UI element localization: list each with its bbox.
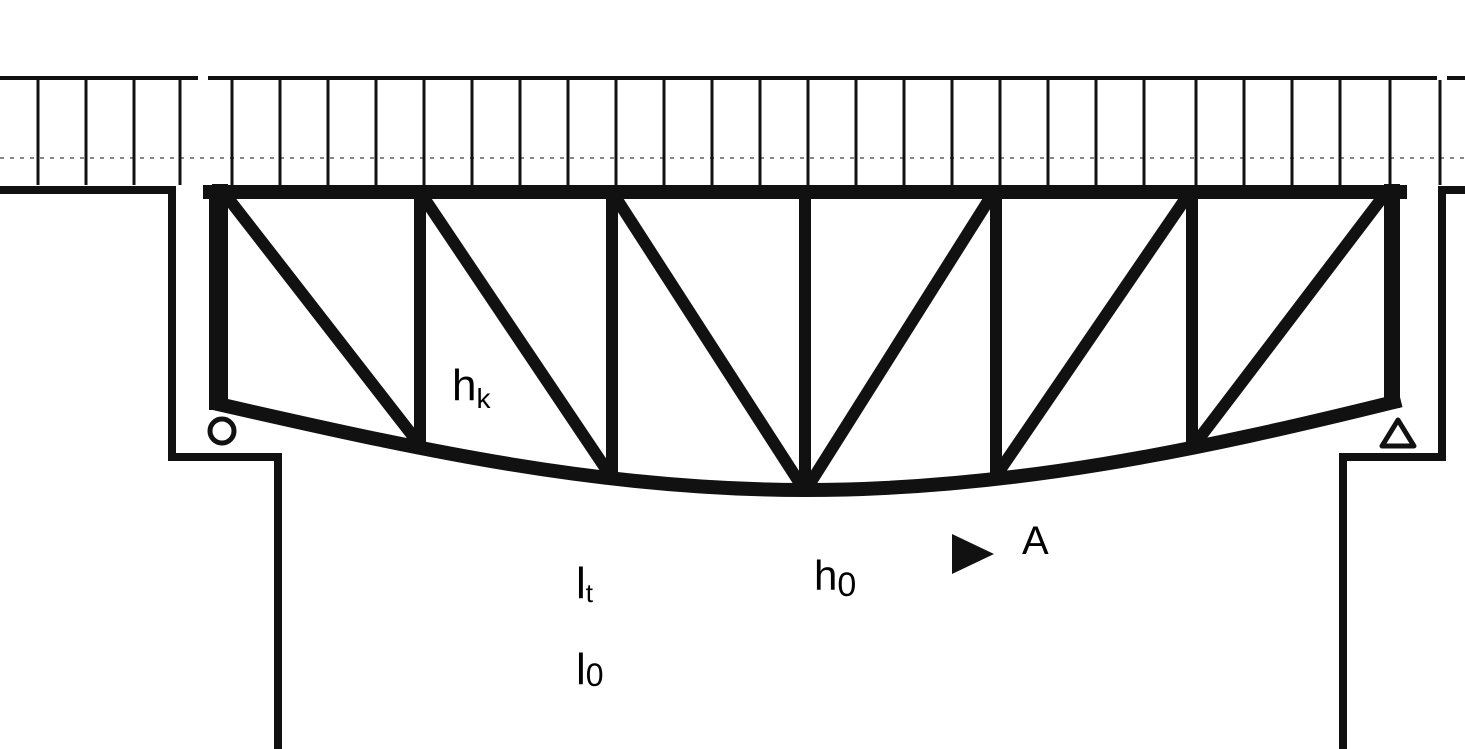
roller-support-icon xyxy=(207,416,237,446)
diagonal-1 xyxy=(219,189,425,449)
label-hk: hk xyxy=(452,361,491,414)
label-section-a: A xyxy=(1022,519,1049,563)
diagonal-3 xyxy=(607,189,810,494)
diagonal-2 xyxy=(415,189,617,481)
label-lt: lt xyxy=(576,559,594,608)
roof-joists xyxy=(0,76,1465,185)
label-l0: l0 xyxy=(576,645,604,694)
right-wall-outline xyxy=(1339,186,1465,749)
section-arrow-icon xyxy=(952,534,994,574)
diagonal-4 xyxy=(800,189,999,494)
label-h0-main: h xyxy=(814,552,837,599)
pin-support-icon xyxy=(1379,417,1417,449)
label-h0: h0 xyxy=(814,552,856,604)
label-hk-sub: k xyxy=(476,383,491,414)
label-lt-main: l xyxy=(576,559,586,608)
label-lt-sub: t xyxy=(586,578,594,608)
truss xyxy=(203,184,1407,498)
label-l0-main: l xyxy=(576,645,586,694)
label-l0-sub: 0 xyxy=(586,657,604,693)
joist-verticals xyxy=(36,80,1442,185)
diagonal-5 xyxy=(991,189,1195,479)
label-hk-main: h xyxy=(452,361,476,410)
left-wall-outline xyxy=(0,186,282,749)
label-h0-sub: 0 xyxy=(837,566,856,604)
diagonal-6 xyxy=(1189,189,1391,449)
